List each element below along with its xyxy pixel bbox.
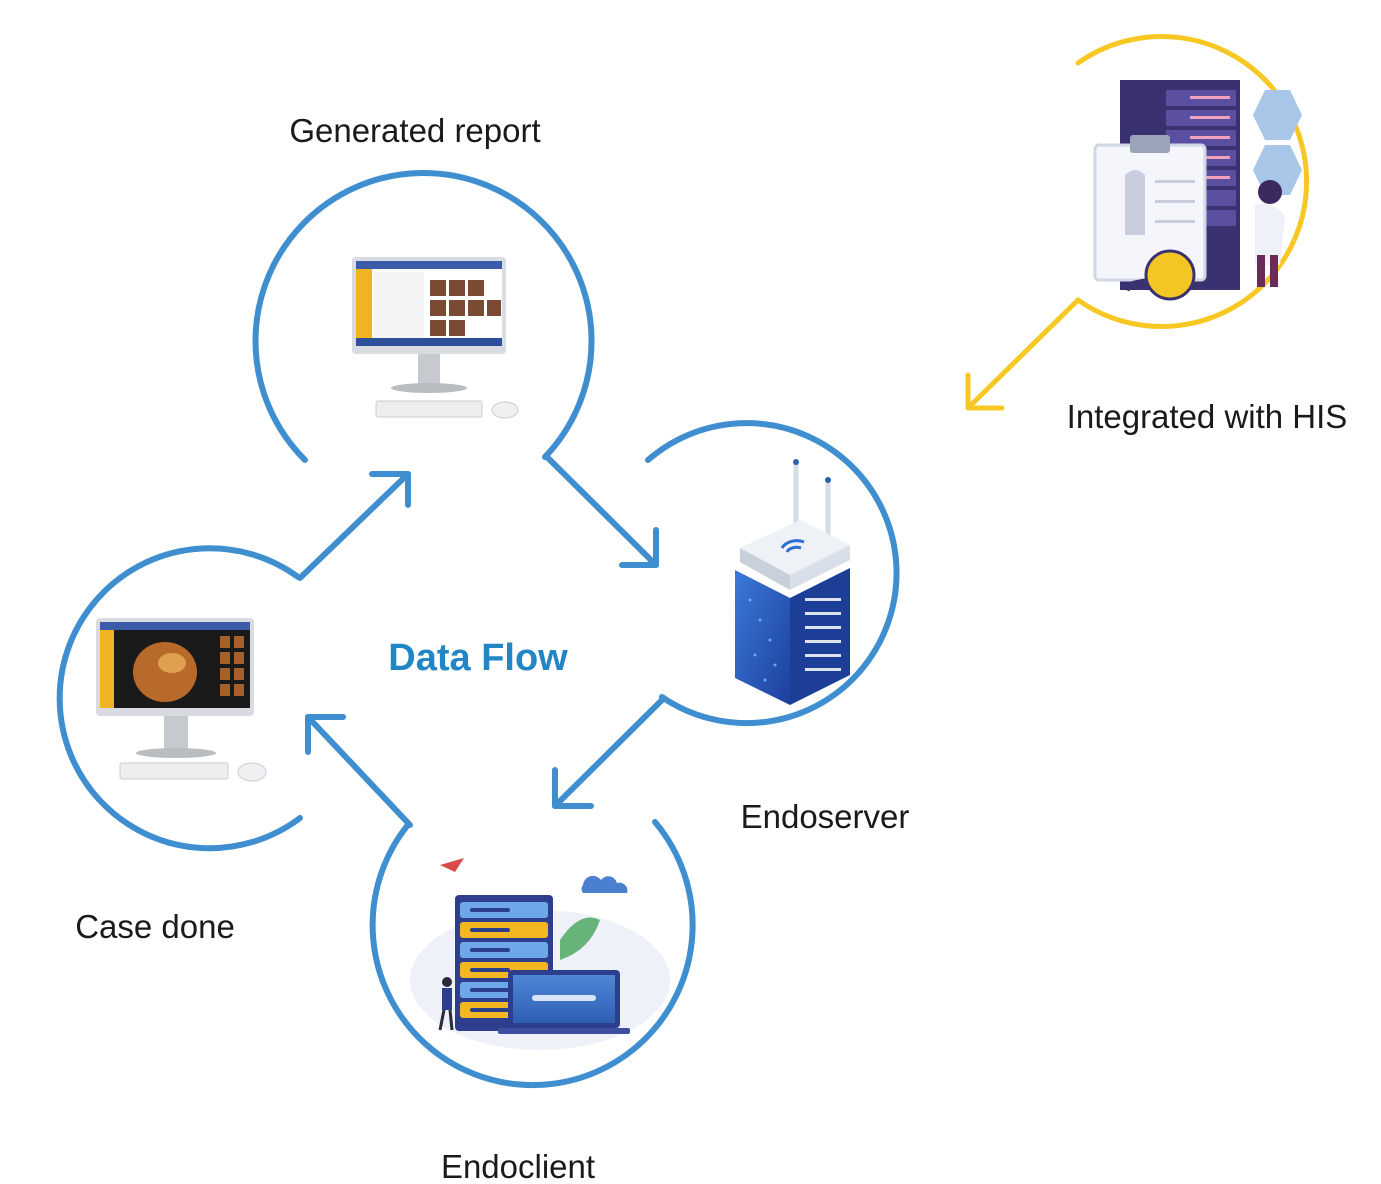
arrow-case-to-report <box>297 471 411 581</box>
label-case-done: Case done <box>75 908 235 945</box>
generated-report-ring <box>252 169 595 463</box>
his-ring <box>1075 34 1310 329</box>
client-server-laptop-icon <box>410 858 670 1050</box>
endoserver-ring <box>645 420 900 727</box>
case-done-ring <box>56 545 303 852</box>
label-generated-report: Generated report <box>289 112 540 149</box>
his-doctor-server-icon <box>1093 80 1302 301</box>
arrow-report-to-server <box>545 455 659 568</box>
server-router-icon <box>735 459 850 705</box>
label-endoserver: Endoserver <box>741 798 910 835</box>
label-endoclient: Endoclient <box>441 1148 595 1184</box>
arrow-his-to-server <box>965 297 1081 411</box>
report-monitor-icon <box>352 257 519 419</box>
label-his: Integrated with HIS <box>1067 398 1348 435</box>
endoclient-ring <box>369 819 696 1089</box>
arrow-server-to-client <box>552 697 665 809</box>
case-monitor-icon <box>96 618 267 782</box>
arrow-client-to-case <box>305 714 413 828</box>
center-title: Data Flow <box>388 637 568 679</box>
